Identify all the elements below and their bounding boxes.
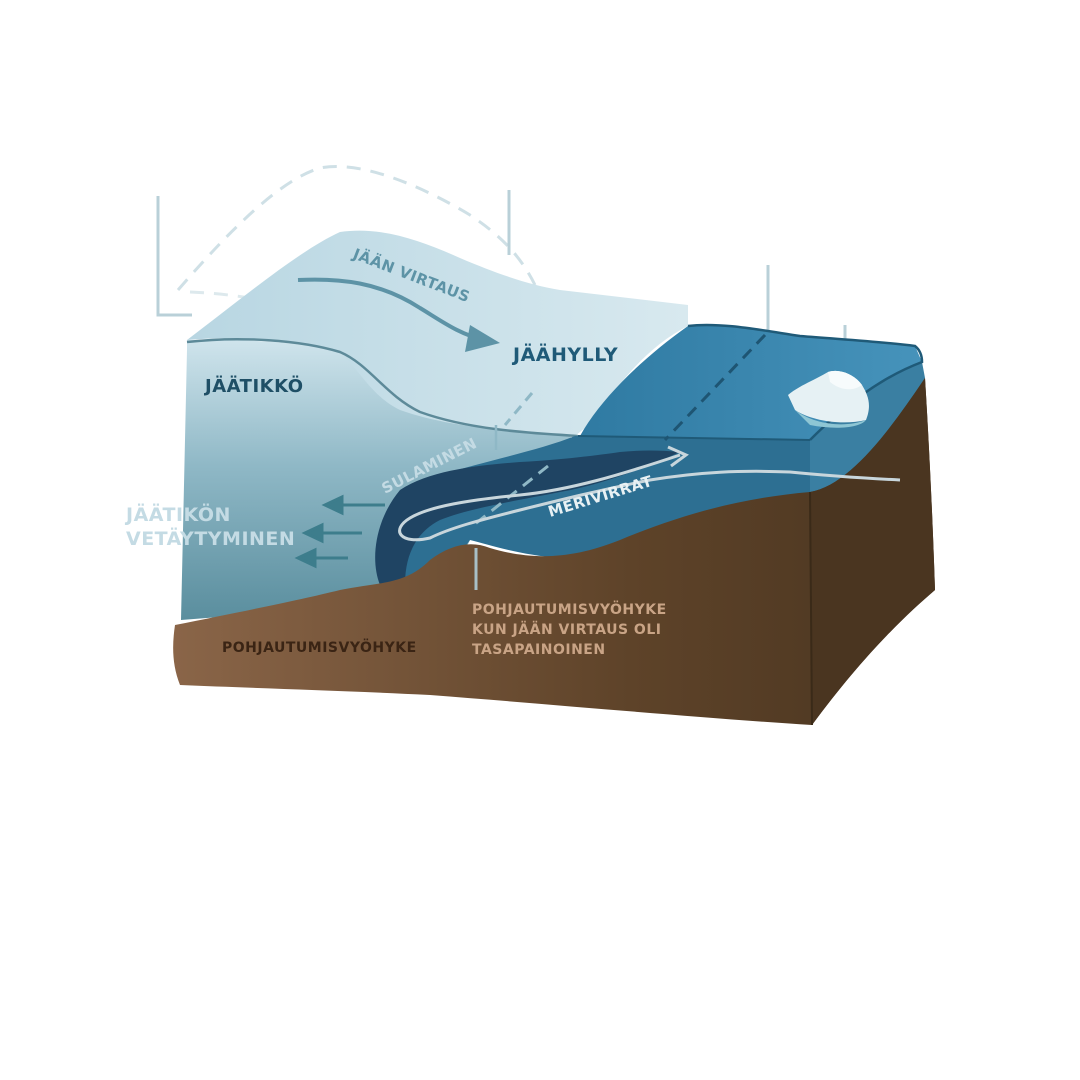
former-grounding-label-line3: TASAPAINOINEN	[472, 642, 606, 658]
retreat-label-line2: VETÄYTYMINEN	[126, 526, 295, 550]
former-grounding-label-line1: POHJAUTUMISVYÖHYKE	[472, 600, 667, 618]
left-bracket	[158, 196, 192, 315]
ice-shelf-label: JÄÄHYLLY	[511, 342, 618, 366]
glacier-label: JÄÄTIKKÖ	[203, 375, 304, 397]
former-grounding-label-line2: KUN JÄÄN VIRTAUS OLI	[472, 621, 661, 638]
retreat-label-line1: JÄÄTIKÖN	[124, 502, 231, 526]
grounding-line-label: POHJAUTUMISVYÖHYKE	[222, 638, 417, 656]
